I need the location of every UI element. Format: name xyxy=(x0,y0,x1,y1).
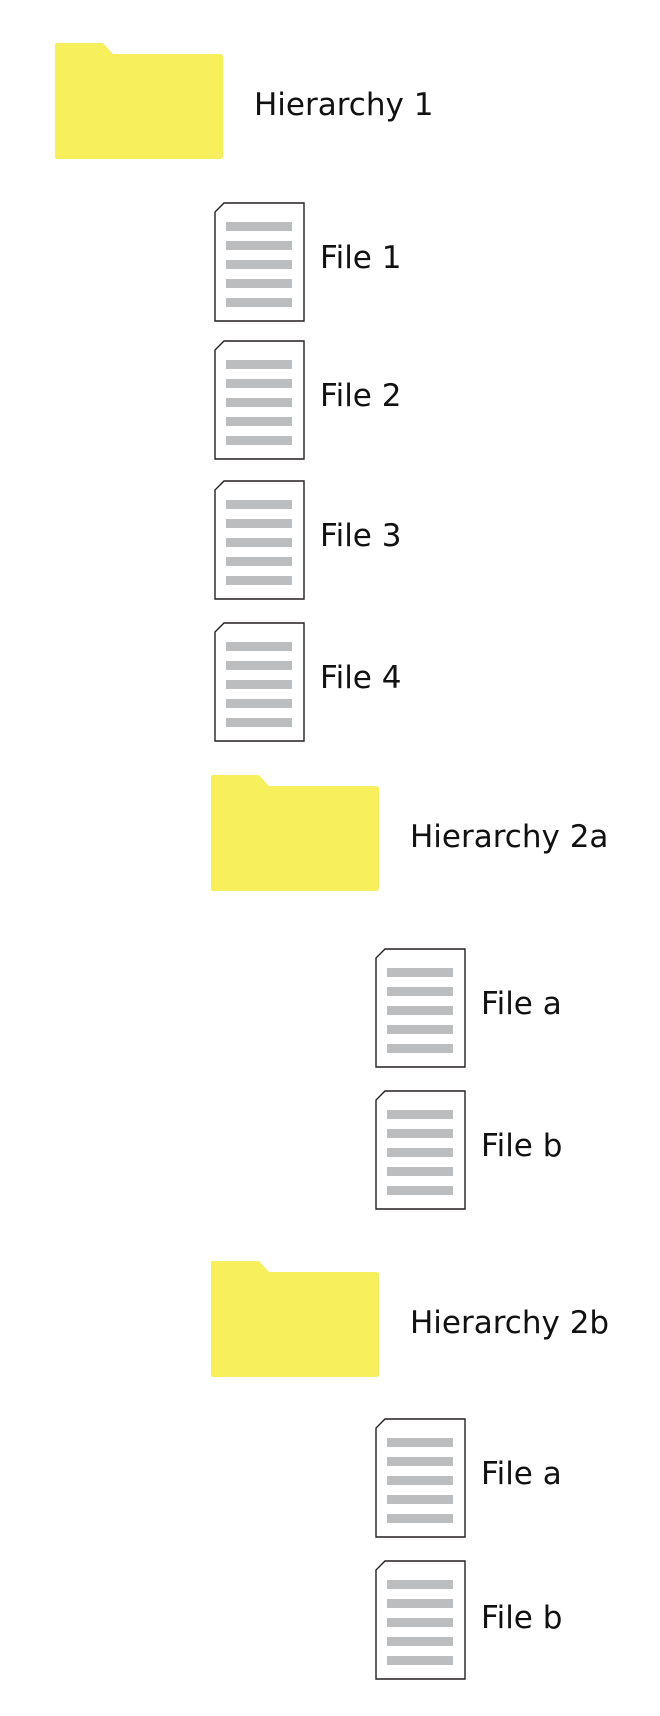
file-label: File b xyxy=(481,1128,563,1164)
folder-label: Hierarchy 1 xyxy=(254,87,434,123)
file-label: File 1 xyxy=(320,240,402,276)
document-icon xyxy=(375,1090,467,1210)
folder-icon xyxy=(211,1261,379,1377)
folder-label: Hierarchy 2a xyxy=(410,819,609,855)
file-label: File 3 xyxy=(320,518,402,554)
document-icon xyxy=(375,1418,467,1538)
document-icon xyxy=(375,1560,467,1680)
document-icon xyxy=(214,622,306,742)
document-icon xyxy=(214,480,306,600)
folder-icon xyxy=(211,775,379,891)
folder-icon xyxy=(55,43,223,159)
file-label: File a xyxy=(481,1456,562,1492)
document-icon xyxy=(375,948,467,1068)
file-label: File 2 xyxy=(320,378,402,414)
file-label: File a xyxy=(481,986,562,1022)
file-label: File b xyxy=(481,1600,563,1636)
folder-label: Hierarchy 2b xyxy=(410,1305,610,1341)
document-icon xyxy=(214,202,306,322)
document-icon xyxy=(214,340,306,460)
file-label: File 4 xyxy=(320,660,402,696)
